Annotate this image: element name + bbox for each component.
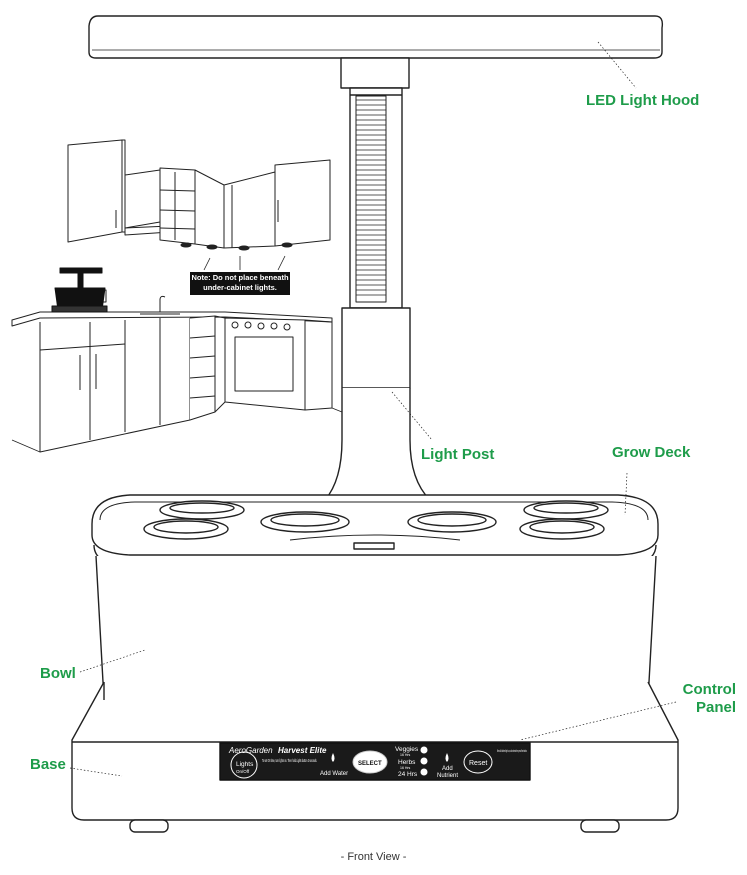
- label-base: Base: [30, 756, 66, 773]
- label-light-post: Light Post: [421, 446, 495, 463]
- label-control-panel: Control Panel: [682, 681, 736, 716]
- label-grow-deck: Grow Deck: [612, 444, 691, 461]
- kitchen-illustration: [11, 139, 343, 453]
- control-panel: [219, 742, 531, 781]
- leader-lines: [69, 41, 677, 777]
- led-light-hood: [88, 15, 664, 59]
- veggies-label: Veggies: [395, 746, 419, 753]
- reset-help: When Add Nutrient light is on, add nutri…: [497, 748, 527, 753]
- lights-button-label: Lights: [236, 761, 254, 768]
- light-post: [324, 57, 431, 501]
- label-led-light-hood: LED Light Hood: [586, 92, 700, 109]
- select-button-label: SELECT: [358, 761, 382, 767]
- herbs-hours: 16 Hrs: [400, 766, 411, 770]
- add-nutrient-line2: Nutrient: [437, 773, 458, 779]
- reset-button-label: Reset: [469, 760, 487, 767]
- lights-help: To set ON time, turn lights on. Then hol…: [262, 758, 317, 763]
- grow-deck: [91, 494, 659, 569]
- veggies-hours: 16 Hrs: [400, 753, 411, 757]
- label-bowl: Bowl: [40, 665, 76, 682]
- control-panel-text: AeroGarden Harvest Elite Lights On/Off T…: [228, 746, 527, 779]
- lights-button-sub: On/Off: [236, 769, 250, 774]
- front-view-caption: - Front View -: [340, 851, 407, 863]
- note-line-1: Note: Do not place beneath: [191, 273, 289, 282]
- panel-model: Harvest Elite: [278, 746, 327, 755]
- add-water-label: Add Water: [320, 771, 348, 777]
- hours-24-label: 24 Hrs: [398, 771, 418, 778]
- panel-brand: AeroGarden: [228, 746, 273, 755]
- add-nutrient-line1: Add: [442, 766, 453, 772]
- herbs-label: Herbs: [398, 759, 416, 766]
- note-line-2: under-cabinet lights.: [203, 283, 277, 292]
- cabinet-lights-note: Note: Do not place beneath under-cabinet…: [190, 272, 290, 295]
